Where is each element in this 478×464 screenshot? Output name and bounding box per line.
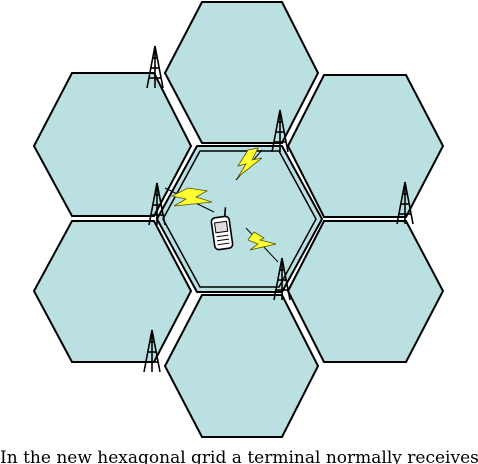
cell-tower-icon <box>146 45 164 89</box>
mobile-phone-icon <box>210 207 234 251</box>
cell-tower-icon <box>148 182 166 226</box>
cell-upper-right <box>286 74 445 218</box>
cell-lower-left <box>32 220 193 363</box>
cell-tower-icon <box>143 329 161 373</box>
lightning-bolt-icon <box>170 187 213 207</box>
lightning-bolt-icon <box>237 147 263 178</box>
cell-tower-icon <box>396 181 414 225</box>
cell-bottom <box>163 294 320 438</box>
cell-lower-right <box>286 220 445 363</box>
cell-top <box>163 0 320 144</box>
cell-center <box>155 145 324 293</box>
cell-upper-left <box>32 72 193 217</box>
lightning-bolt-icon <box>247 231 277 251</box>
cell-center-inner-outline <box>162 150 317 288</box>
cell-tower-icon <box>271 109 289 153</box>
figure-caption: In the new hexagonal grid a terminal nor… <box>0 448 478 464</box>
cell-tower-icon <box>273 257 291 301</box>
